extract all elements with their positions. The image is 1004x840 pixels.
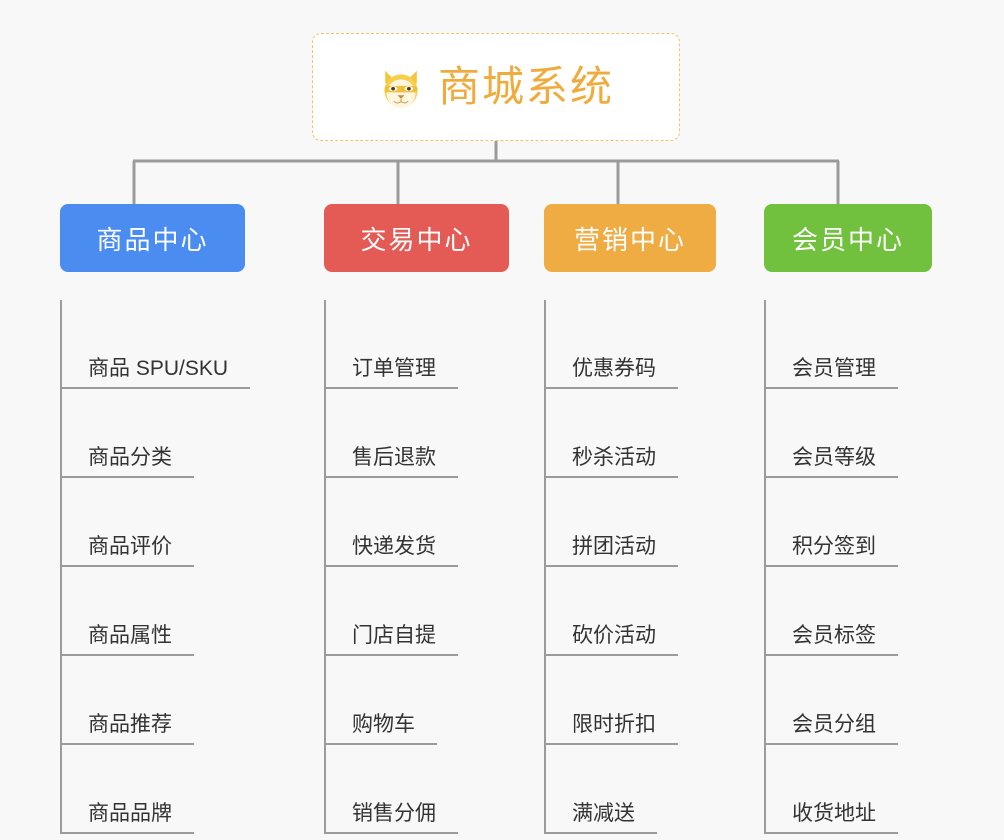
leaf-item[interactable]: 商品评价 [60, 478, 300, 567]
leaf-item[interactable]: 购物车 [324, 656, 554, 745]
leaf-list-marketing-center: 优惠券码 秒杀活动 拼团活动 砍价活动 限时折扣 满减送 [544, 300, 774, 834]
leaf-label: 积分签到 [764, 535, 898, 567]
leaf-item[interactable]: 快递发货 [324, 478, 554, 567]
category-label: 营销中心 [573, 224, 686, 255]
leaf-item[interactable]: 限时折扣 [544, 656, 774, 745]
trunk-line [764, 300, 766, 834]
leaf-item[interactable]: 商品推荐 [60, 656, 300, 745]
leaf-item[interactable]: 商品属性 [60, 567, 300, 656]
category-label: 会员中心 [791, 224, 904, 255]
leaf-label: 购物车 [324, 713, 437, 745]
leaf-label: 商品推荐 [60, 713, 194, 745]
category-box-product-center[interactable]: 商品中心 [60, 204, 245, 272]
leaf-list-product-center: 商品 SPU/SKU 商品分类 商品评价 商品属性 商品推荐 商品品牌 [60, 300, 300, 834]
leaf-item[interactable]: 拼团活动 [544, 478, 774, 567]
root-node[interactable]: 商城系统 [312, 33, 680, 141]
leaf-label: 商品 SPU/SKU [60, 357, 251, 389]
category-label: 交易中心 [360, 224, 473, 255]
leaf-list-member-center: 会员管理 会员等级 积分签到 会员标签 会员分组 收货地址 [764, 300, 994, 834]
leaf-label: 砍价活动 [544, 624, 678, 656]
leaf-label: 商品分类 [60, 446, 194, 478]
column-member-center: 会员中心 会员管理 会员等级 积分签到 会员标签 会员分组 收货地址 [764, 204, 994, 834]
leaf-label: 会员管理 [764, 357, 898, 389]
leaf-label: 限时折扣 [544, 713, 678, 745]
leaf-label: 秒杀活动 [544, 446, 678, 478]
leaf-label: 拼团活动 [544, 535, 678, 567]
leaf-item[interactable]: 收货地址 [764, 745, 994, 834]
column-product-center: 商品中心 商品 SPU/SKU 商品分类 商品评价 商品属性 商品推荐 商品品牌 [60, 204, 300, 834]
leaf-item[interactable]: 秒杀活动 [544, 389, 774, 478]
leaf-list-trade-center: 订单管理 售后退款 快递发货 门店自提 购物车 销售分佣 [324, 300, 554, 834]
leaf-item[interactable]: 会员标签 [764, 567, 994, 656]
leaf-label: 商品属性 [60, 624, 194, 656]
leaf-label: 售后退款 [324, 446, 458, 478]
leaf-label: 订单管理 [324, 357, 458, 389]
leaf-label: 会员标签 [764, 624, 898, 656]
leaf-item[interactable]: 满减送 [544, 745, 774, 834]
trunk-line [60, 300, 62, 834]
leaf-label: 满减送 [544, 802, 657, 834]
leaf-item[interactable]: 商品品牌 [60, 745, 300, 834]
leaf-label: 会员分组 [764, 713, 898, 745]
leaf-item[interactable]: 会员等级 [764, 389, 994, 478]
leaf-label: 销售分佣 [324, 802, 458, 834]
leaf-item[interactable]: 订单管理 [324, 300, 554, 389]
leaf-label: 商品品牌 [60, 802, 194, 834]
root-title: 商城系统 [437, 63, 614, 110]
leaf-item[interactable]: 积分签到 [764, 478, 994, 567]
category-box-marketing-center[interactable]: 营销中心 [544, 204, 716, 272]
leaf-label: 会员等级 [764, 446, 898, 478]
column-trade-center: 交易中心 订单管理 售后退款 快递发货 门店自提 购物车 销售分佣 [324, 204, 554, 834]
leaf-item[interactable]: 砍价活动 [544, 567, 774, 656]
leaf-label: 快递发货 [324, 535, 458, 567]
leaf-label: 门店自提 [324, 624, 458, 656]
leaf-item[interactable]: 售后退款 [324, 389, 554, 478]
column-marketing-center: 营销中心 优惠券码 秒杀活动 拼团活动 砍价活动 限时折扣 满减送 [544, 204, 774, 834]
leaf-item[interactable]: 优惠券码 [544, 300, 774, 389]
leaf-item[interactable]: 销售分佣 [324, 745, 554, 834]
trunk-line [324, 300, 326, 834]
leaf-label: 收货地址 [764, 802, 898, 834]
trunk-line [544, 300, 546, 834]
leaf-item[interactable]: 会员分组 [764, 656, 994, 745]
category-label: 商品中心 [96, 224, 209, 255]
category-box-member-center[interactable]: 会员中心 [764, 204, 932, 272]
leaf-item[interactable]: 门店自提 [324, 567, 554, 656]
leaf-item[interactable]: 商品分类 [60, 389, 300, 478]
category-box-trade-center[interactable]: 交易中心 [324, 204, 509, 272]
leaf-item[interactable]: 会员管理 [764, 300, 994, 389]
leaf-item[interactable]: 商品 SPU/SKU [60, 300, 300, 389]
leaf-label: 商品评价 [60, 535, 194, 567]
leaf-label: 优惠券码 [544, 357, 678, 389]
shiba-dog-icon [384, 70, 418, 109]
